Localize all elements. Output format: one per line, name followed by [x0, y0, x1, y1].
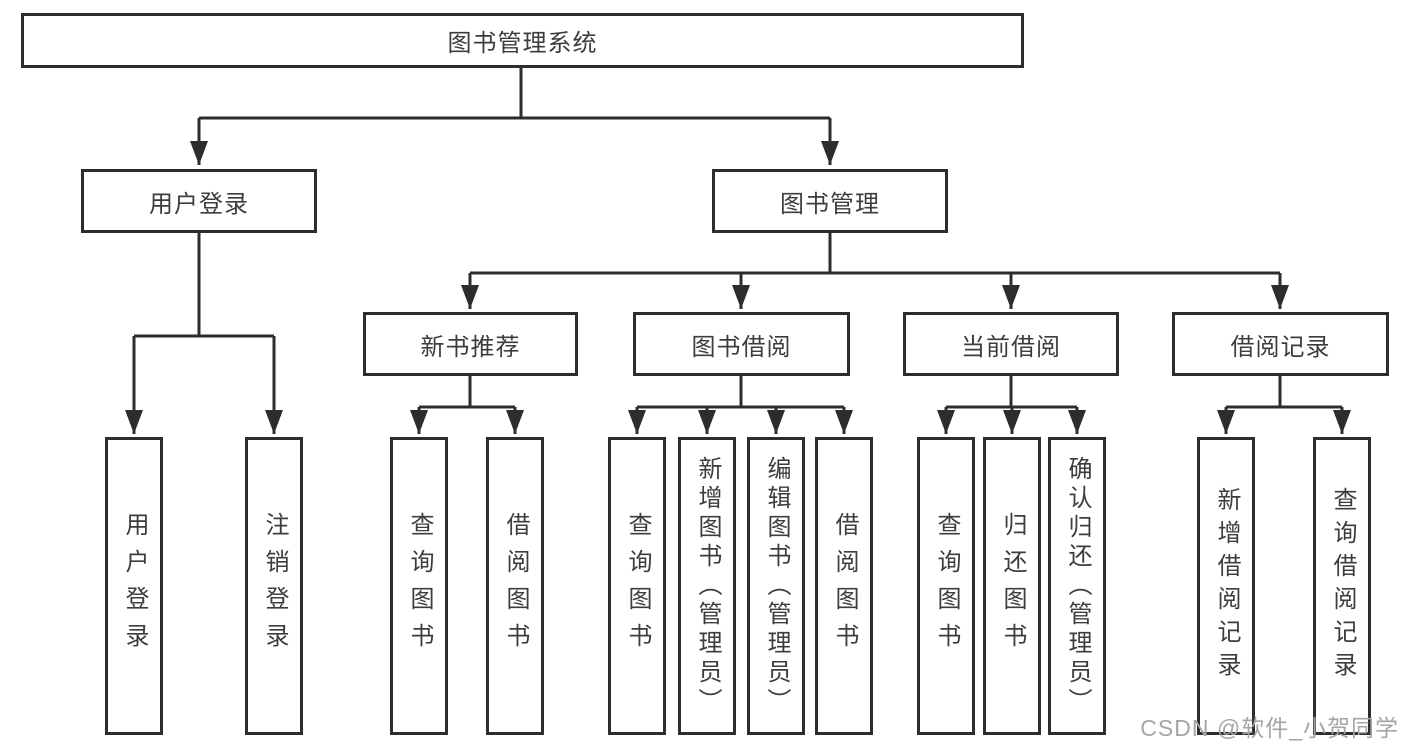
leaf-record-add-label: 新增借阅记录	[1213, 487, 1240, 685]
leaf-borrow-query-books: 查询图书	[608, 437, 666, 735]
leaf-record-add: 新增借阅记录	[1197, 437, 1255, 735]
leaf-current-query-books-label: 查询图书	[933, 512, 960, 660]
leaf-current-confirm-return-admin-label: 确认归还（管理员）	[1064, 455, 1091, 717]
leaf-logout: 注销登录	[245, 437, 303, 735]
node-borrow-record: 借阅记录	[1172, 312, 1389, 376]
leaf-current-confirm-return-admin: 确认归还（管理员）	[1048, 437, 1106, 735]
leaf-borrow-edit-books-admin: 编辑图书（管理员）	[747, 437, 805, 735]
leaf-user-login-label: 用户登录	[121, 512, 148, 660]
leaf-recommend-query-books: 查询图书	[390, 437, 448, 735]
leaf-recommend-borrow-books: 借阅图书	[486, 437, 544, 735]
node-book-borrow: 图书借阅	[633, 312, 850, 376]
node-user-login-branch: 用户登录	[81, 169, 317, 233]
leaf-logout-label: 注销登录	[261, 512, 288, 660]
node-library-management-system: 图书管理系统	[21, 13, 1024, 68]
csdn-watermark: CSDN @软件_小贺同学	[1140, 715, 1399, 741]
leaf-borrow-query-books-label: 查询图书	[624, 512, 651, 660]
node-current-borrow: 当前借阅	[903, 312, 1119, 376]
leaf-current-return-books: 归还图书	[983, 437, 1041, 735]
leaf-user-login: 用户登录	[105, 437, 163, 735]
node-book-management-branch: 图书管理	[712, 169, 948, 233]
leaf-borrow-add-books-admin-label: 新增图书（管理员）	[694, 455, 721, 717]
leaf-record-query-label: 查询借阅记录	[1329, 487, 1356, 685]
leaf-borrow-borrow-books-label: 借阅图书	[831, 512, 858, 660]
leaf-borrow-borrow-books: 借阅图书	[815, 437, 873, 735]
leaf-record-query: 查询借阅记录	[1313, 437, 1371, 735]
leaf-borrow-edit-books-admin-label: 编辑图书（管理员）	[763, 455, 790, 717]
leaf-recommend-borrow-books-label: 借阅图书	[502, 512, 529, 660]
leaf-recommend-query-books-label: 查询图书	[406, 512, 433, 660]
leaf-borrow-add-books-admin: 新增图书（管理员）	[678, 437, 736, 735]
leaf-current-return-books-label: 归还图书	[999, 512, 1026, 660]
node-new-book-recommend: 新书推荐	[363, 312, 578, 376]
leaf-current-query-books: 查询图书	[917, 437, 975, 735]
